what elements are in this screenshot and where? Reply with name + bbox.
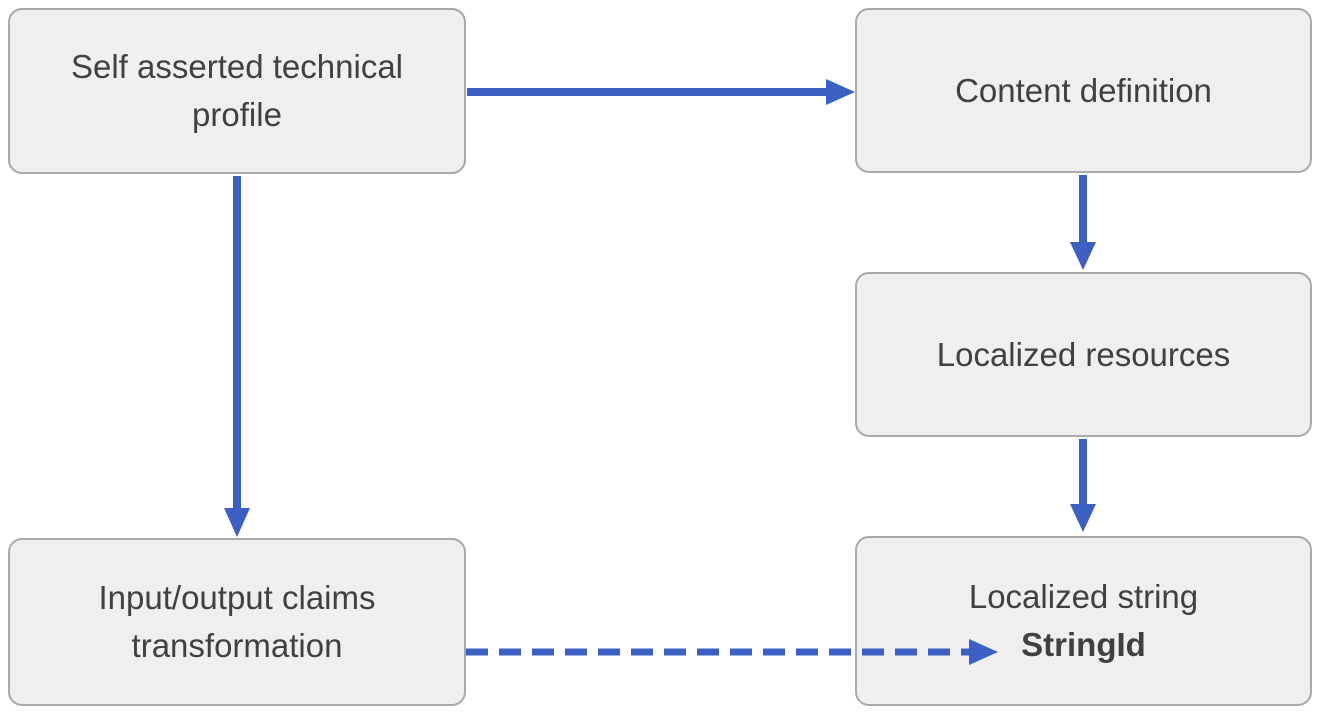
arrow-localized-resources-to-localized-string bbox=[1070, 439, 1096, 532]
node-localized-string: Localized string StringId bbox=[855, 536, 1312, 706]
node-localized-resources: Localized resources bbox=[855, 272, 1312, 437]
arrow-self-asserted-to-content-definition bbox=[467, 79, 855, 105]
node-input-output-claims-transformation: Input/output claims transformation bbox=[8, 538, 466, 706]
node-content-definition: Content definition bbox=[855, 8, 1312, 173]
node-sublabel-string-id: StringId bbox=[1021, 626, 1146, 663]
node-label: Localized string bbox=[968, 578, 1199, 616]
arrow-self-asserted-to-input-output bbox=[224, 176, 250, 537]
node-self-asserted-technical-profile: Self asserted technical profile bbox=[8, 8, 466, 174]
node-label: Localized resources bbox=[936, 335, 1231, 373]
arrow-content-definition-to-localized-resources bbox=[1070, 175, 1096, 270]
node-label: Content definition bbox=[955, 71, 1212, 109]
node-label: Self asserted technical profile bbox=[70, 48, 403, 133]
node-label: Input/output claims transformation bbox=[98, 579, 376, 664]
